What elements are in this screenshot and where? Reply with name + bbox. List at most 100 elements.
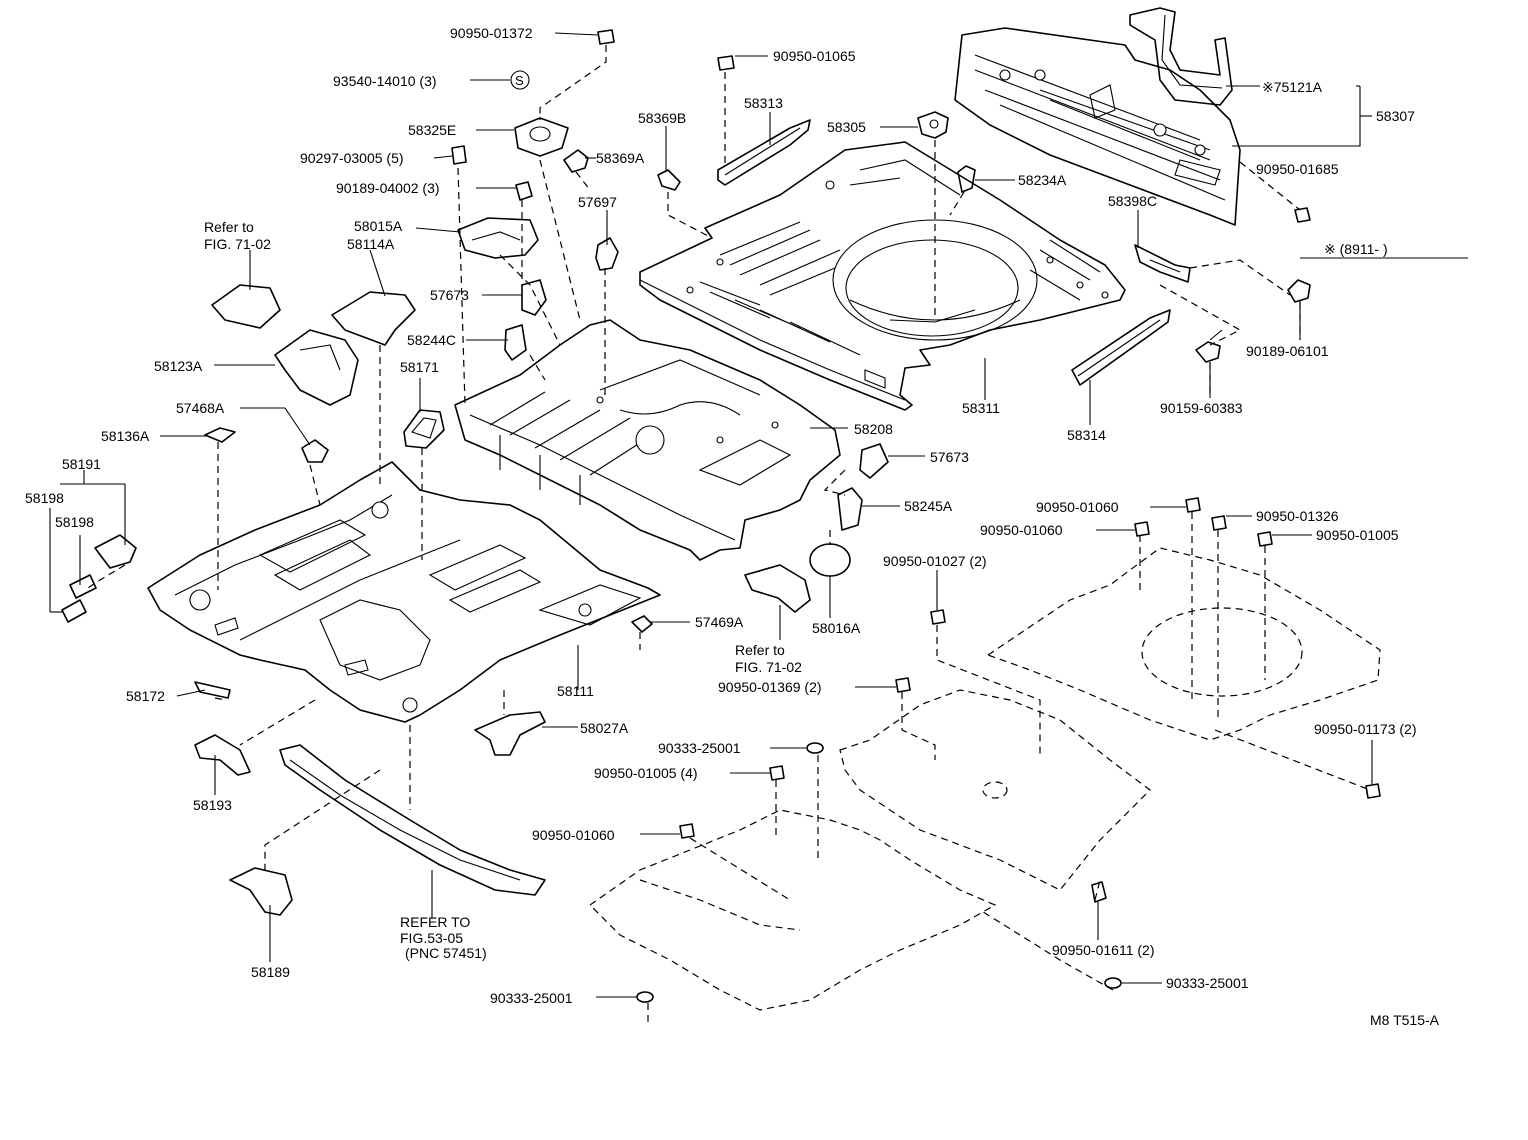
plug-90950-01372 xyxy=(597,29,615,45)
label-58245A: 58245A xyxy=(904,498,953,514)
bracket-58193 xyxy=(194,734,251,776)
label-90297-03005: 90297-03005 (5) xyxy=(300,150,404,166)
bracket-58244C xyxy=(504,324,527,361)
label-refer-b-2: FIG. 71-02 xyxy=(735,659,802,675)
label-90950-01065: 90950-01065 xyxy=(773,48,856,64)
bracket-57469A xyxy=(631,615,653,633)
label-58234A: 58234A xyxy=(1018,172,1067,188)
bracket-58305 xyxy=(917,111,949,139)
clip-58136A xyxy=(204,427,236,443)
label-58111: 58111 xyxy=(557,683,594,699)
label-58198-b: 58198 xyxy=(55,514,94,530)
label-refer-c-2: FIG.53-05 xyxy=(400,930,463,946)
bracket-75121A xyxy=(1129,7,1233,106)
label-58193: 58193 xyxy=(193,797,232,813)
plug-cluster xyxy=(636,55,1381,1003)
label-90950-01685: 90950-01685 xyxy=(1256,161,1339,177)
label-90950-01611: 90950-01611 (2) xyxy=(1052,942,1154,958)
bracket-58114A xyxy=(331,291,416,346)
label-58191: 58191 xyxy=(62,456,101,472)
front-floor-pan-58111 xyxy=(147,461,661,723)
label-90950-01005-a: 90950-01005 xyxy=(1316,527,1399,543)
label-58325E: 58325E xyxy=(408,122,456,138)
label-58314: 58314 xyxy=(1067,427,1106,443)
bracket-58015A xyxy=(457,217,539,259)
label-90950-01326: 90950-01326 xyxy=(1256,508,1339,524)
label-57468A: 57468A xyxy=(176,400,225,416)
label-58172: 58172 xyxy=(126,688,165,704)
leader-lines xyxy=(49,32,1468,998)
label-58369B: 58369B xyxy=(638,110,686,126)
label-57673-a: 57673 xyxy=(430,287,469,303)
label-58244C: 58244C xyxy=(407,332,456,348)
reinforcement-58314 xyxy=(1071,309,1171,386)
patch-58171 xyxy=(403,409,445,449)
bracket-58123A xyxy=(274,329,359,406)
label-58189: 58189 xyxy=(251,964,290,980)
bolt-90189-06101 xyxy=(1287,279,1311,303)
label-58123A: 58123A xyxy=(154,358,203,374)
bracket-57468A xyxy=(301,439,329,463)
bracket-58245A xyxy=(837,487,863,531)
label-58136A: 58136A xyxy=(101,428,150,444)
label-refer-c-3: (PNC 57451) xyxy=(405,945,487,961)
bracket-58369B xyxy=(657,169,681,191)
label-90189-04002: 90189-04002 (3) xyxy=(336,180,440,196)
washer-93540-14010: S xyxy=(510,70,530,90)
label-refer-c-1: REFER TO xyxy=(400,914,470,930)
bracket-58191 xyxy=(94,534,137,569)
reinforcement-58313 xyxy=(717,119,811,186)
center-floor-pan-58208 xyxy=(454,319,841,561)
bracket-58234A xyxy=(957,165,976,193)
label-refer-b-1: Refer to xyxy=(735,642,785,658)
nut-90189-04002 xyxy=(515,181,533,201)
bolt-90297-03005 xyxy=(451,145,467,165)
label-90333-25001-b: 90333-25001 xyxy=(490,990,573,1006)
bracket-refer-a xyxy=(211,284,281,329)
label-90189-06101: 90189-06101 xyxy=(1246,343,1329,359)
label-58305: 58305 xyxy=(827,119,866,135)
label-58311: 58311 xyxy=(962,400,1000,416)
label-58015A: 58015A xyxy=(354,218,403,234)
bracket-58398C xyxy=(1134,244,1191,283)
label-58208: 58208 xyxy=(854,421,893,437)
rear-panel-58307 xyxy=(954,27,1241,226)
label-75121A: ※75121A xyxy=(1262,79,1323,95)
bracket-58172 xyxy=(194,681,231,699)
front-floor-mat xyxy=(589,809,997,1011)
s-mark: S xyxy=(515,73,524,88)
label-90950-01005-b: 90950-01005 (4) xyxy=(594,765,698,781)
bolt-90159-60383 xyxy=(1195,329,1223,363)
label-90950-01369: 90950-01369 (2) xyxy=(718,679,822,695)
plate-58325E xyxy=(514,117,569,157)
connection-lines xyxy=(84,45,1371,1025)
label-58114A: 58114A xyxy=(347,236,395,252)
label-58313: 58313 xyxy=(744,95,783,111)
label-58016A: 58016A xyxy=(812,620,861,636)
label-58198-a: 58198 xyxy=(25,490,64,506)
middle-floor-mat xyxy=(839,689,1151,891)
label-90333-25001-a: 90333-25001 xyxy=(658,740,741,756)
part-labels: 90950-01372 93540-14010 (3) 58325E 90297… xyxy=(25,25,1440,1028)
bracket-57673-b xyxy=(859,443,889,479)
label-58307: 58307 xyxy=(1376,108,1415,124)
label-58398C: 58398C xyxy=(1108,193,1157,209)
rear-floor-pan-58311 xyxy=(639,141,1126,411)
bracket-57697 xyxy=(595,237,619,271)
bracket-refer-b xyxy=(744,564,811,613)
rear-floor-mat xyxy=(986,547,1381,741)
label-90950-01173: 90950-01173 (2) xyxy=(1314,721,1416,737)
label-90950-01027: 90950-01027 (2) xyxy=(883,553,987,569)
label-90950-01060-b: 90950-01060 xyxy=(980,522,1063,538)
label-note-8911: ※ (8911- ) xyxy=(1324,241,1388,257)
label-90159-60383: 90159-60383 xyxy=(1160,400,1243,416)
bracket-58027A xyxy=(474,711,546,756)
bracket-58369A xyxy=(563,149,589,173)
label-58369A: 58369A xyxy=(596,150,645,166)
label-57673-b: 57673 xyxy=(930,449,969,465)
label-diagram-code: M8 T515-A xyxy=(1370,1012,1440,1028)
label-refer-a-1: Refer to xyxy=(204,219,254,235)
label-90333-25001-c: 90333-25001 xyxy=(1166,975,1249,991)
label-90950-01060-a: 90950-01060 xyxy=(1036,499,1119,515)
